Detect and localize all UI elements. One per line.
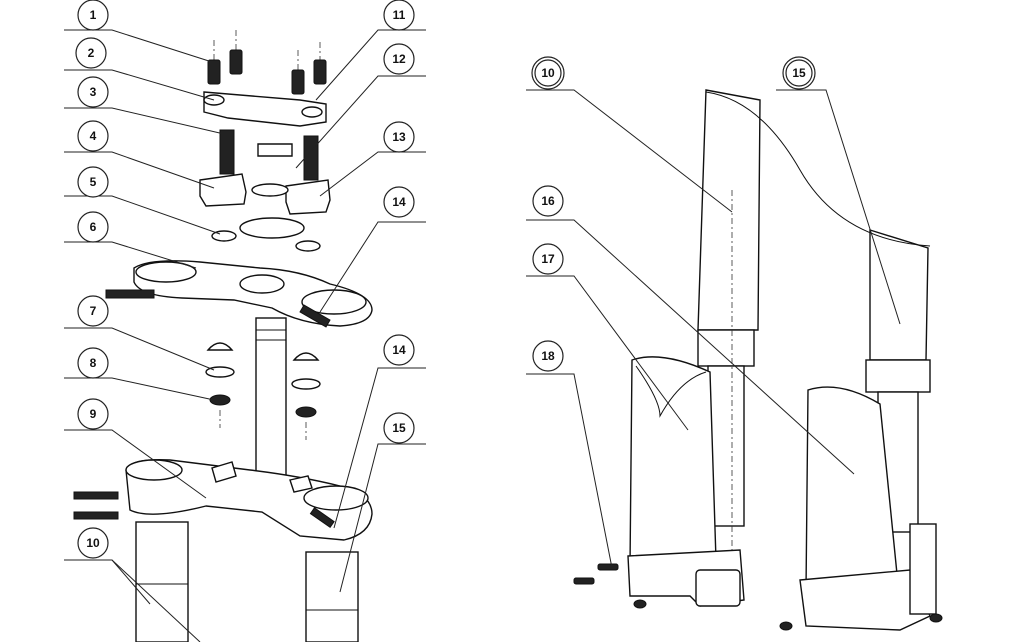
svg-text:5: 5 bbox=[90, 175, 97, 189]
callout-1: 1 bbox=[77, 0, 109, 31]
svg-text:10: 10 bbox=[541, 66, 555, 80]
fork-leg-left bbox=[627, 89, 761, 607]
svg-text:1: 1 bbox=[90, 8, 97, 22]
callout-15-mid: 15 bbox=[383, 412, 415, 444]
svg-text:12: 12 bbox=[392, 52, 406, 66]
svg-text:4: 4 bbox=[90, 129, 97, 143]
callouts: 1 2 3 4 5 6 7 8 9 10 11 12 13 14 14 15 1… bbox=[75, 0, 816, 559]
callout-16: 16 bbox=[532, 185, 564, 217]
callout-13: 13 bbox=[383, 121, 415, 153]
svg-text:7: 7 bbox=[90, 304, 97, 318]
center-nut-washer bbox=[239, 143, 305, 239]
small-bolts bbox=[573, 563, 943, 631]
left-exploded-assembly bbox=[73, 30, 373, 642]
steerer-tube bbox=[255, 317, 287, 479]
svg-text:15: 15 bbox=[792, 66, 806, 80]
callout-10-left: 10 bbox=[77, 527, 109, 559]
callout-10-right: 10 bbox=[531, 56, 565, 90]
svg-text:11: 11 bbox=[393, 8, 406, 22]
svg-text:9: 9 bbox=[90, 407, 97, 421]
callout-17: 17 bbox=[532, 243, 564, 275]
fork-leg-right bbox=[799, 229, 937, 631]
svg-text:6: 6 bbox=[90, 220, 97, 234]
svg-text:15: 15 bbox=[392, 421, 406, 435]
handlebar-clamp bbox=[203, 91, 327, 127]
svg-text:10: 10 bbox=[86, 536, 100, 550]
callout-2: 2 bbox=[75, 37, 107, 69]
leader-lines bbox=[64, 29, 901, 642]
svg-text:2: 2 bbox=[88, 46, 95, 60]
svg-text:16: 16 bbox=[541, 194, 555, 208]
callout-5: 5 bbox=[77, 166, 109, 198]
svg-text:17: 17 bbox=[541, 252, 555, 266]
svg-text:18: 18 bbox=[541, 349, 555, 363]
callout-18: 18 bbox=[532, 340, 564, 372]
callout-14-upper: 14 bbox=[383, 186, 415, 218]
svg-text:13: 13 bbox=[392, 130, 406, 144]
risers bbox=[199, 129, 331, 215]
fork-tube-right bbox=[305, 551, 359, 642]
callout-14-lower: 14 bbox=[383, 334, 415, 366]
top-triple-clamp bbox=[105, 260, 373, 328]
svg-text:8: 8 bbox=[90, 356, 97, 370]
callout-6: 6 bbox=[77, 211, 109, 243]
spacers-left bbox=[205, 342, 235, 428]
svg-text:3: 3 bbox=[90, 85, 97, 99]
top-bolts bbox=[207, 30, 327, 95]
fork-contour-line bbox=[705, 91, 931, 247]
callout-9: 9 bbox=[77, 398, 109, 430]
right-fork-assembly bbox=[573, 89, 943, 631]
spacers-right bbox=[291, 352, 321, 440]
svg-text:14: 14 bbox=[392, 195, 406, 209]
callout-4: 4 bbox=[77, 120, 109, 152]
callout-12: 12 bbox=[383, 43, 415, 75]
callout-3: 3 bbox=[77, 76, 109, 108]
bottom-triple-clamp bbox=[73, 459, 373, 541]
callout-11: 11 bbox=[383, 0, 415, 31]
callout-15-right: 15 bbox=[782, 56, 816, 90]
callout-8: 8 bbox=[77, 347, 109, 379]
svg-text:14: 14 bbox=[392, 343, 406, 357]
callout-7: 7 bbox=[77, 295, 109, 327]
